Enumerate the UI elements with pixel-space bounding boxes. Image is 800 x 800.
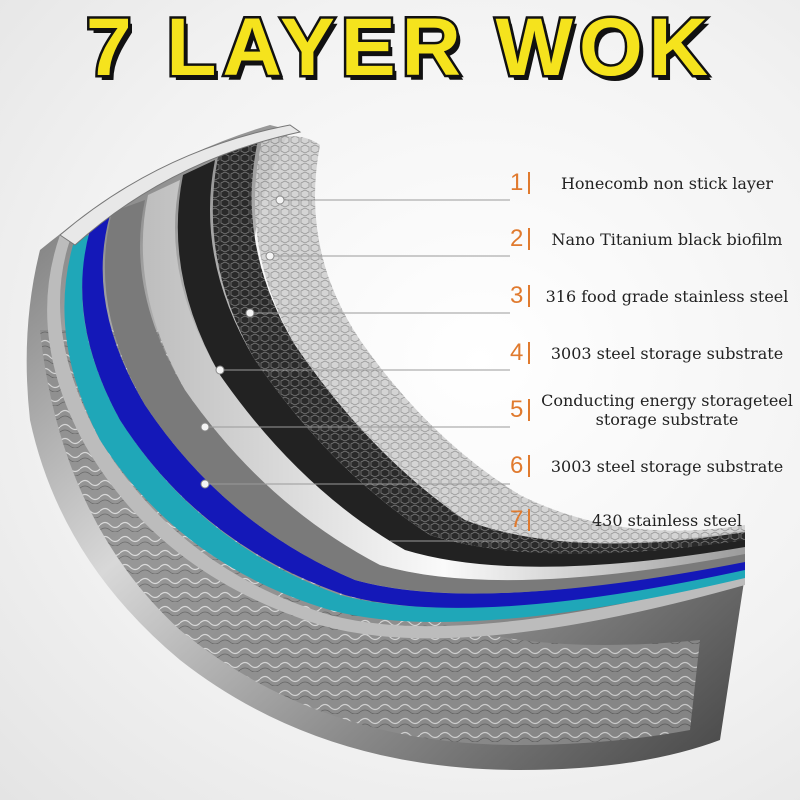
- layer-divider: [528, 399, 530, 421]
- layer-3-silver: [142, 180, 746, 581]
- layer-label: 3003 steel storage substrate: [550, 343, 784, 363]
- layer-number: 2: [510, 225, 524, 252]
- layer-number: 3: [510, 282, 524, 309]
- layer-number: 5: [510, 396, 524, 423]
- layer-callout-4: 4 3003 steel storage substrate: [500, 330, 800, 376]
- layer-callout-3: 3 316 food grade stainless steel: [500, 273, 800, 319]
- wok-rim: [59, 124, 302, 246]
- layer-callout-5: 5 Conducting energy storageteel storage …: [500, 387, 800, 433]
- layer-number: 1: [510, 169, 524, 196]
- layer-callout-1: 1 Honecomb non stick layer: [500, 160, 800, 206]
- layer-2-black: [177, 160, 746, 567]
- layer-label: 430 stainless steel: [591, 510, 742, 530]
- layer-callout-6: 6 3003 steel storage substrate: [500, 443, 800, 489]
- layer-divider: [528, 172, 530, 194]
- leader-lines: [205, 199, 510, 542]
- layer-number: 6: [510, 452, 524, 479]
- layer-number: 4: [510, 339, 524, 366]
- layer-label: Honecomb non stick layer: [560, 173, 774, 193]
- layer-label: Nano Titanium black biofilm: [551, 229, 783, 249]
- layer-number: 7: [510, 506, 524, 533]
- layer-divider: [528, 455, 530, 477]
- layer-divider: [528, 285, 530, 307]
- layer-label: 316 food grade stainless steel: [545, 286, 789, 306]
- layer-divider: [528, 342, 530, 364]
- layer-callout-7: 7 430 stainless steel: [500, 497, 800, 543]
- product-title: 7 LAYER WOK: [84, 0, 714, 96]
- layer-callout-2: 2 Nano Titanium black biofilm: [500, 216, 800, 262]
- layer-1-honeycomb: [212, 140, 746, 554]
- layer-divider: [528, 509, 530, 531]
- layer-4-grey: [104, 200, 745, 594]
- layer-label: 3003 steel storage substrate: [550, 456, 784, 476]
- leader-dots: [200, 195, 285, 489]
- layer-label: Conducting energy storageteel storage su…: [541, 391, 793, 429]
- inner-surface-honeycomb: [254, 136, 745, 544]
- layer-divider: [528, 228, 530, 250]
- layer-7-strip: [47, 235, 745, 639]
